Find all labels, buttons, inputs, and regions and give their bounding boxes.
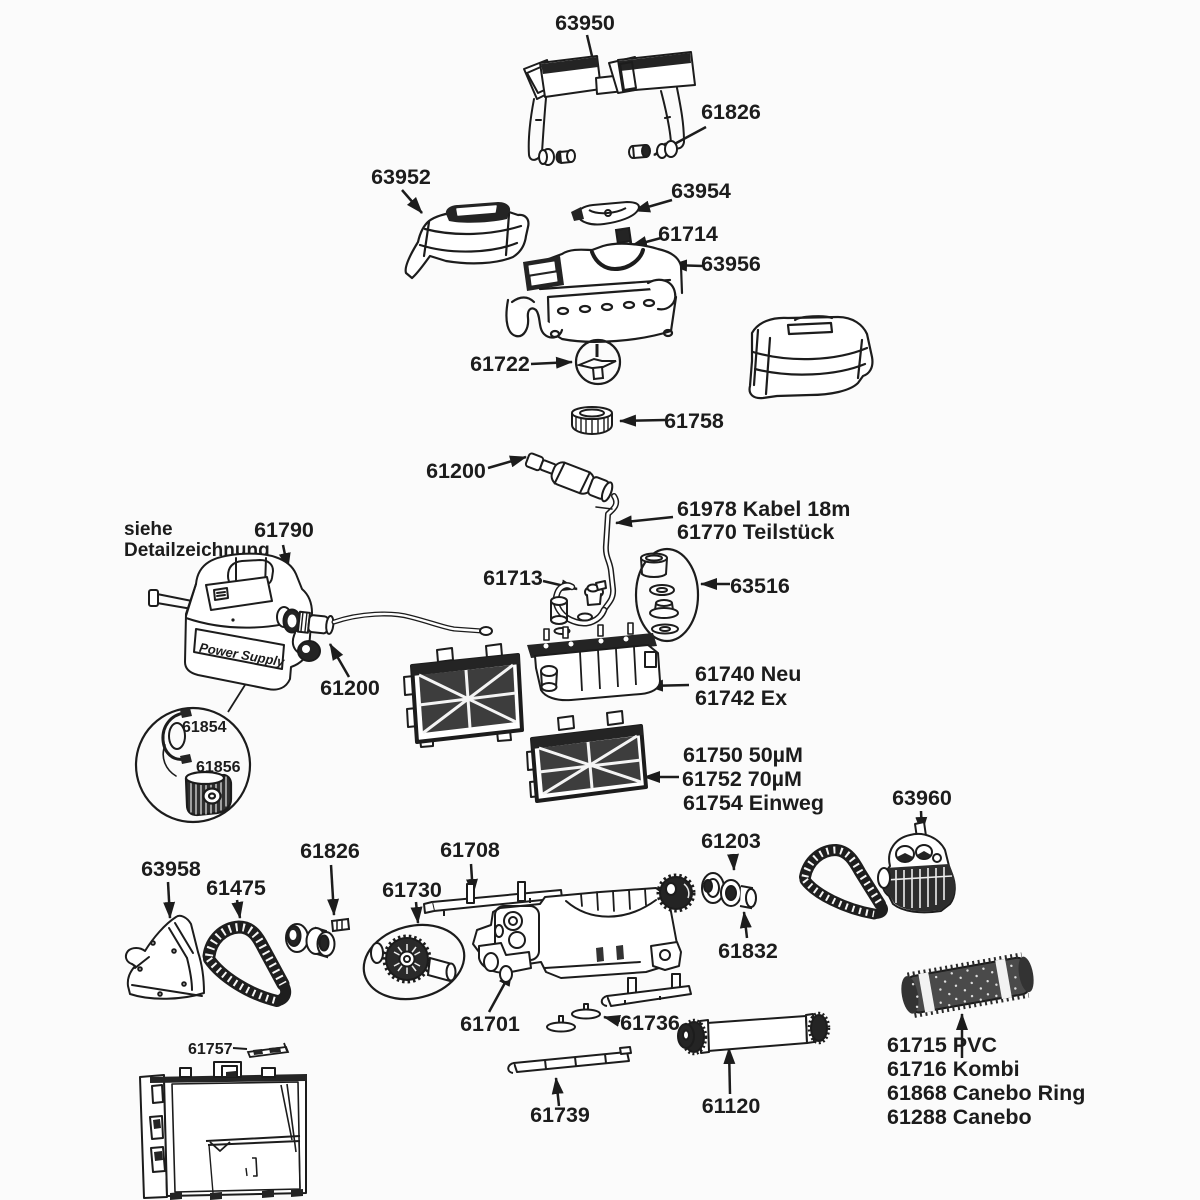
svg-text:siehe: siehe [124,519,173,540]
svg-text:61742 Ex: 61742 Ex [695,686,787,710]
svg-text:61770 Teilstück: 61770 Teilstück [677,520,834,544]
svg-text:61203: 61203 [701,829,761,853]
svg-text:61475: 61475 [206,876,266,900]
svg-text:61826: 61826 [300,839,360,863]
svg-text:61832: 61832 [718,939,778,963]
svg-text:61740 Neu: 61740 Neu [695,662,801,686]
svg-text:61722: 61722 [470,352,530,376]
svg-text:61754 Einweg: 61754 Einweg [683,791,824,815]
svg-text:61714: 61714 [658,222,718,246]
svg-text:61715 PVC: 61715 PVC [887,1033,997,1057]
svg-text:61854: 61854 [182,719,227,736]
svg-text:63956: 63956 [701,252,761,276]
svg-text:63960: 63960 [892,786,952,810]
svg-text:63954: 63954 [671,179,731,203]
svg-text:61736: 61736 [620,1011,680,1035]
svg-text:61757: 61757 [188,1041,233,1058]
svg-text:63958: 63958 [141,857,201,881]
svg-text:61713: 61713 [483,566,543,590]
svg-text:61708: 61708 [440,838,500,862]
svg-text:61200: 61200 [426,459,486,483]
svg-text:61752 70µM: 61752 70µM [682,767,802,791]
svg-text:63516: 63516 [730,574,790,598]
svg-text:61120: 61120 [702,1094,761,1118]
svg-text:61701: 61701 [460,1012,520,1036]
svg-text:61716 Kombi: 61716 Kombi [887,1057,1020,1081]
svg-text:61750 50µM: 61750 50µM [683,743,803,767]
svg-text:63950: 63950 [555,11,615,35]
svg-text:63952: 63952 [371,165,431,189]
svg-text:61739: 61739 [530,1103,590,1127]
svg-text:61288 Canebo: 61288 Canebo [887,1105,1032,1129]
svg-text:61730: 61730 [382,878,442,902]
svg-text:61978 Kabel 18m: 61978 Kabel 18m [677,497,850,521]
svg-text:61826: 61826 [701,100,761,124]
svg-text:61868 Canebo Ring: 61868 Canebo Ring [887,1081,1085,1105]
svg-text:61200: 61200 [320,676,380,700]
svg-text:61758: 61758 [664,409,724,433]
svg-text:61790: 61790 [254,518,314,542]
